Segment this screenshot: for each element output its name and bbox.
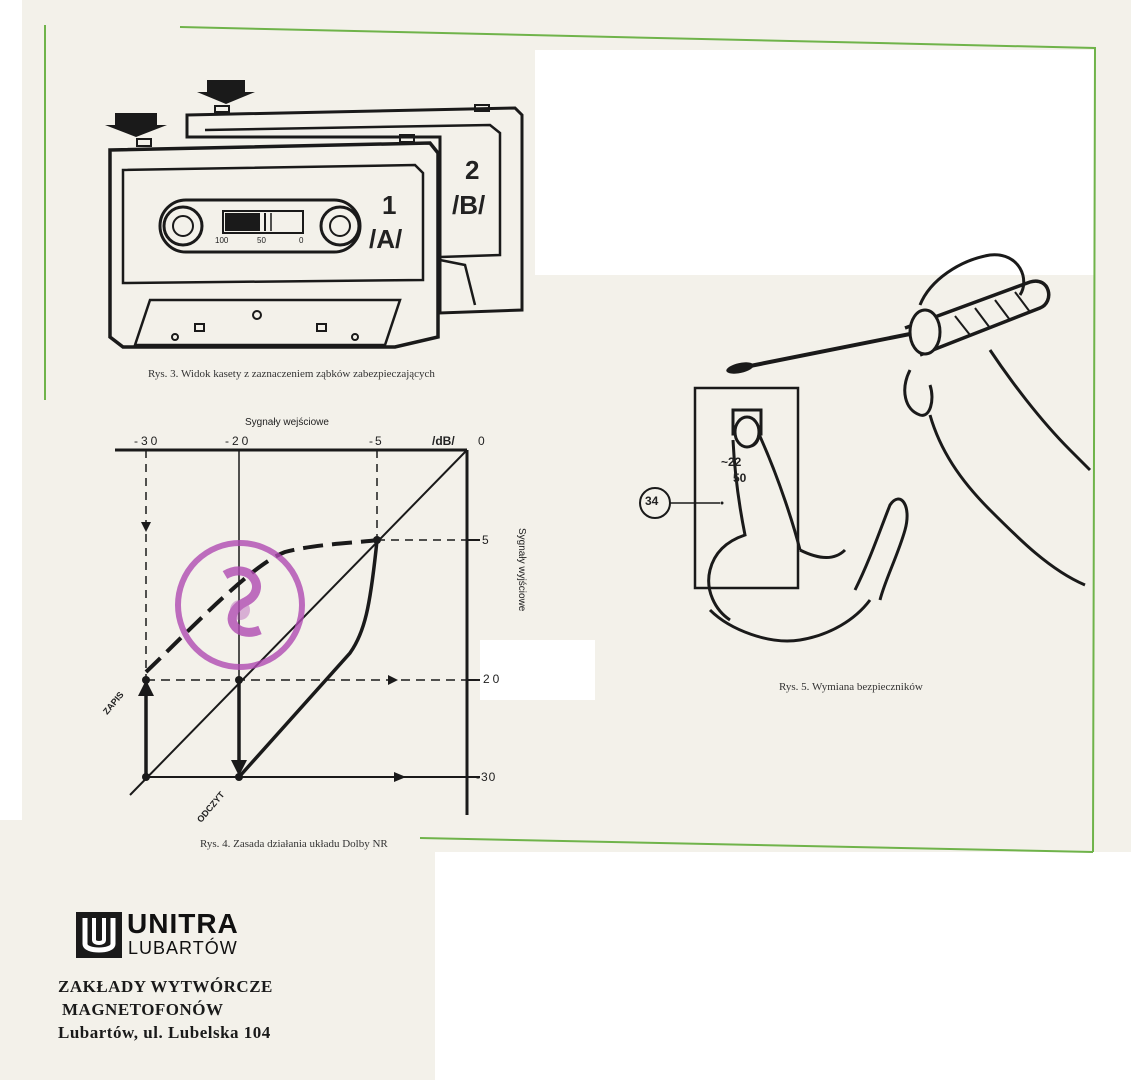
top-tick-minus5: -5 bbox=[369, 434, 384, 448]
tape-scale-0: 0 bbox=[299, 236, 304, 245]
blank-area-top-right bbox=[535, 50, 1095, 275]
blank-area-middle bbox=[480, 640, 595, 700]
cassette1-number: 1 bbox=[382, 190, 397, 220]
top-tick-zero: 0 bbox=[478, 434, 485, 448]
blank-area-bottom-right bbox=[435, 852, 1131, 1080]
company-line-3: Lubartów, ul. Lubelska 104 bbox=[58, 1023, 271, 1042]
dolby-diagram bbox=[115, 448, 480, 815]
top-tick-minus30: -30 bbox=[134, 434, 161, 448]
company-address: ZAKŁADY WYTWÓRCZE MAGNETOFONÓW Lubartów,… bbox=[58, 975, 273, 1044]
cassette1-side: /A/ bbox=[369, 224, 403, 254]
arrow-down-icon bbox=[197, 80, 255, 104]
stamp-mark bbox=[175, 540, 305, 670]
figure4-caption: Rys. 4. Zasada działania układu Dolby NR bbox=[200, 838, 388, 850]
fuse-callout-number: 34 bbox=[645, 494, 659, 508]
tape-scale-50: 50 bbox=[257, 236, 266, 245]
cassette2-side: /B/ bbox=[452, 190, 486, 220]
right-tick-5: 5 bbox=[482, 533, 489, 547]
cassette2-number: 2 bbox=[465, 155, 480, 185]
top-tick-minus20: -20 bbox=[225, 434, 252, 448]
fuse-panel-text-1: ~22 bbox=[721, 455, 742, 469]
fuse-illustration bbox=[639, 253, 1092, 643]
right-axis-title: Sygnały wyjściowe bbox=[516, 528, 527, 612]
company-line-1: ZAKŁADY WYTWÓRCZE bbox=[58, 977, 273, 996]
arrow-down-icon bbox=[105, 113, 167, 137]
logo-brand: UNITRA bbox=[127, 908, 239, 939]
company-line-2: MAGNETOFONÓW bbox=[62, 1000, 224, 1019]
top-axis-title: Sygnały wejściowe bbox=[245, 417, 329, 428]
unitra-logo-icon bbox=[76, 912, 122, 958]
logo-city: LUBARTÓW bbox=[128, 938, 238, 958]
top-tick-db-unit: /dB/ bbox=[432, 434, 455, 448]
figure3-caption: Rys. 3. Widok kasety z zaznaczeniem ząbk… bbox=[148, 368, 435, 380]
cassette-illustration bbox=[105, 80, 524, 349]
figure5-caption: Rys. 5. Wymiana bezpieczników bbox=[779, 681, 923, 693]
tape-scale-100: 100 bbox=[215, 236, 229, 245]
blank-area-left bbox=[0, 0, 22, 820]
right-tick-minus20: -20 bbox=[476, 672, 503, 686]
fuse-panel-text-2: 50 bbox=[733, 471, 747, 485]
right-tick-minus30: -30 bbox=[476, 770, 497, 784]
